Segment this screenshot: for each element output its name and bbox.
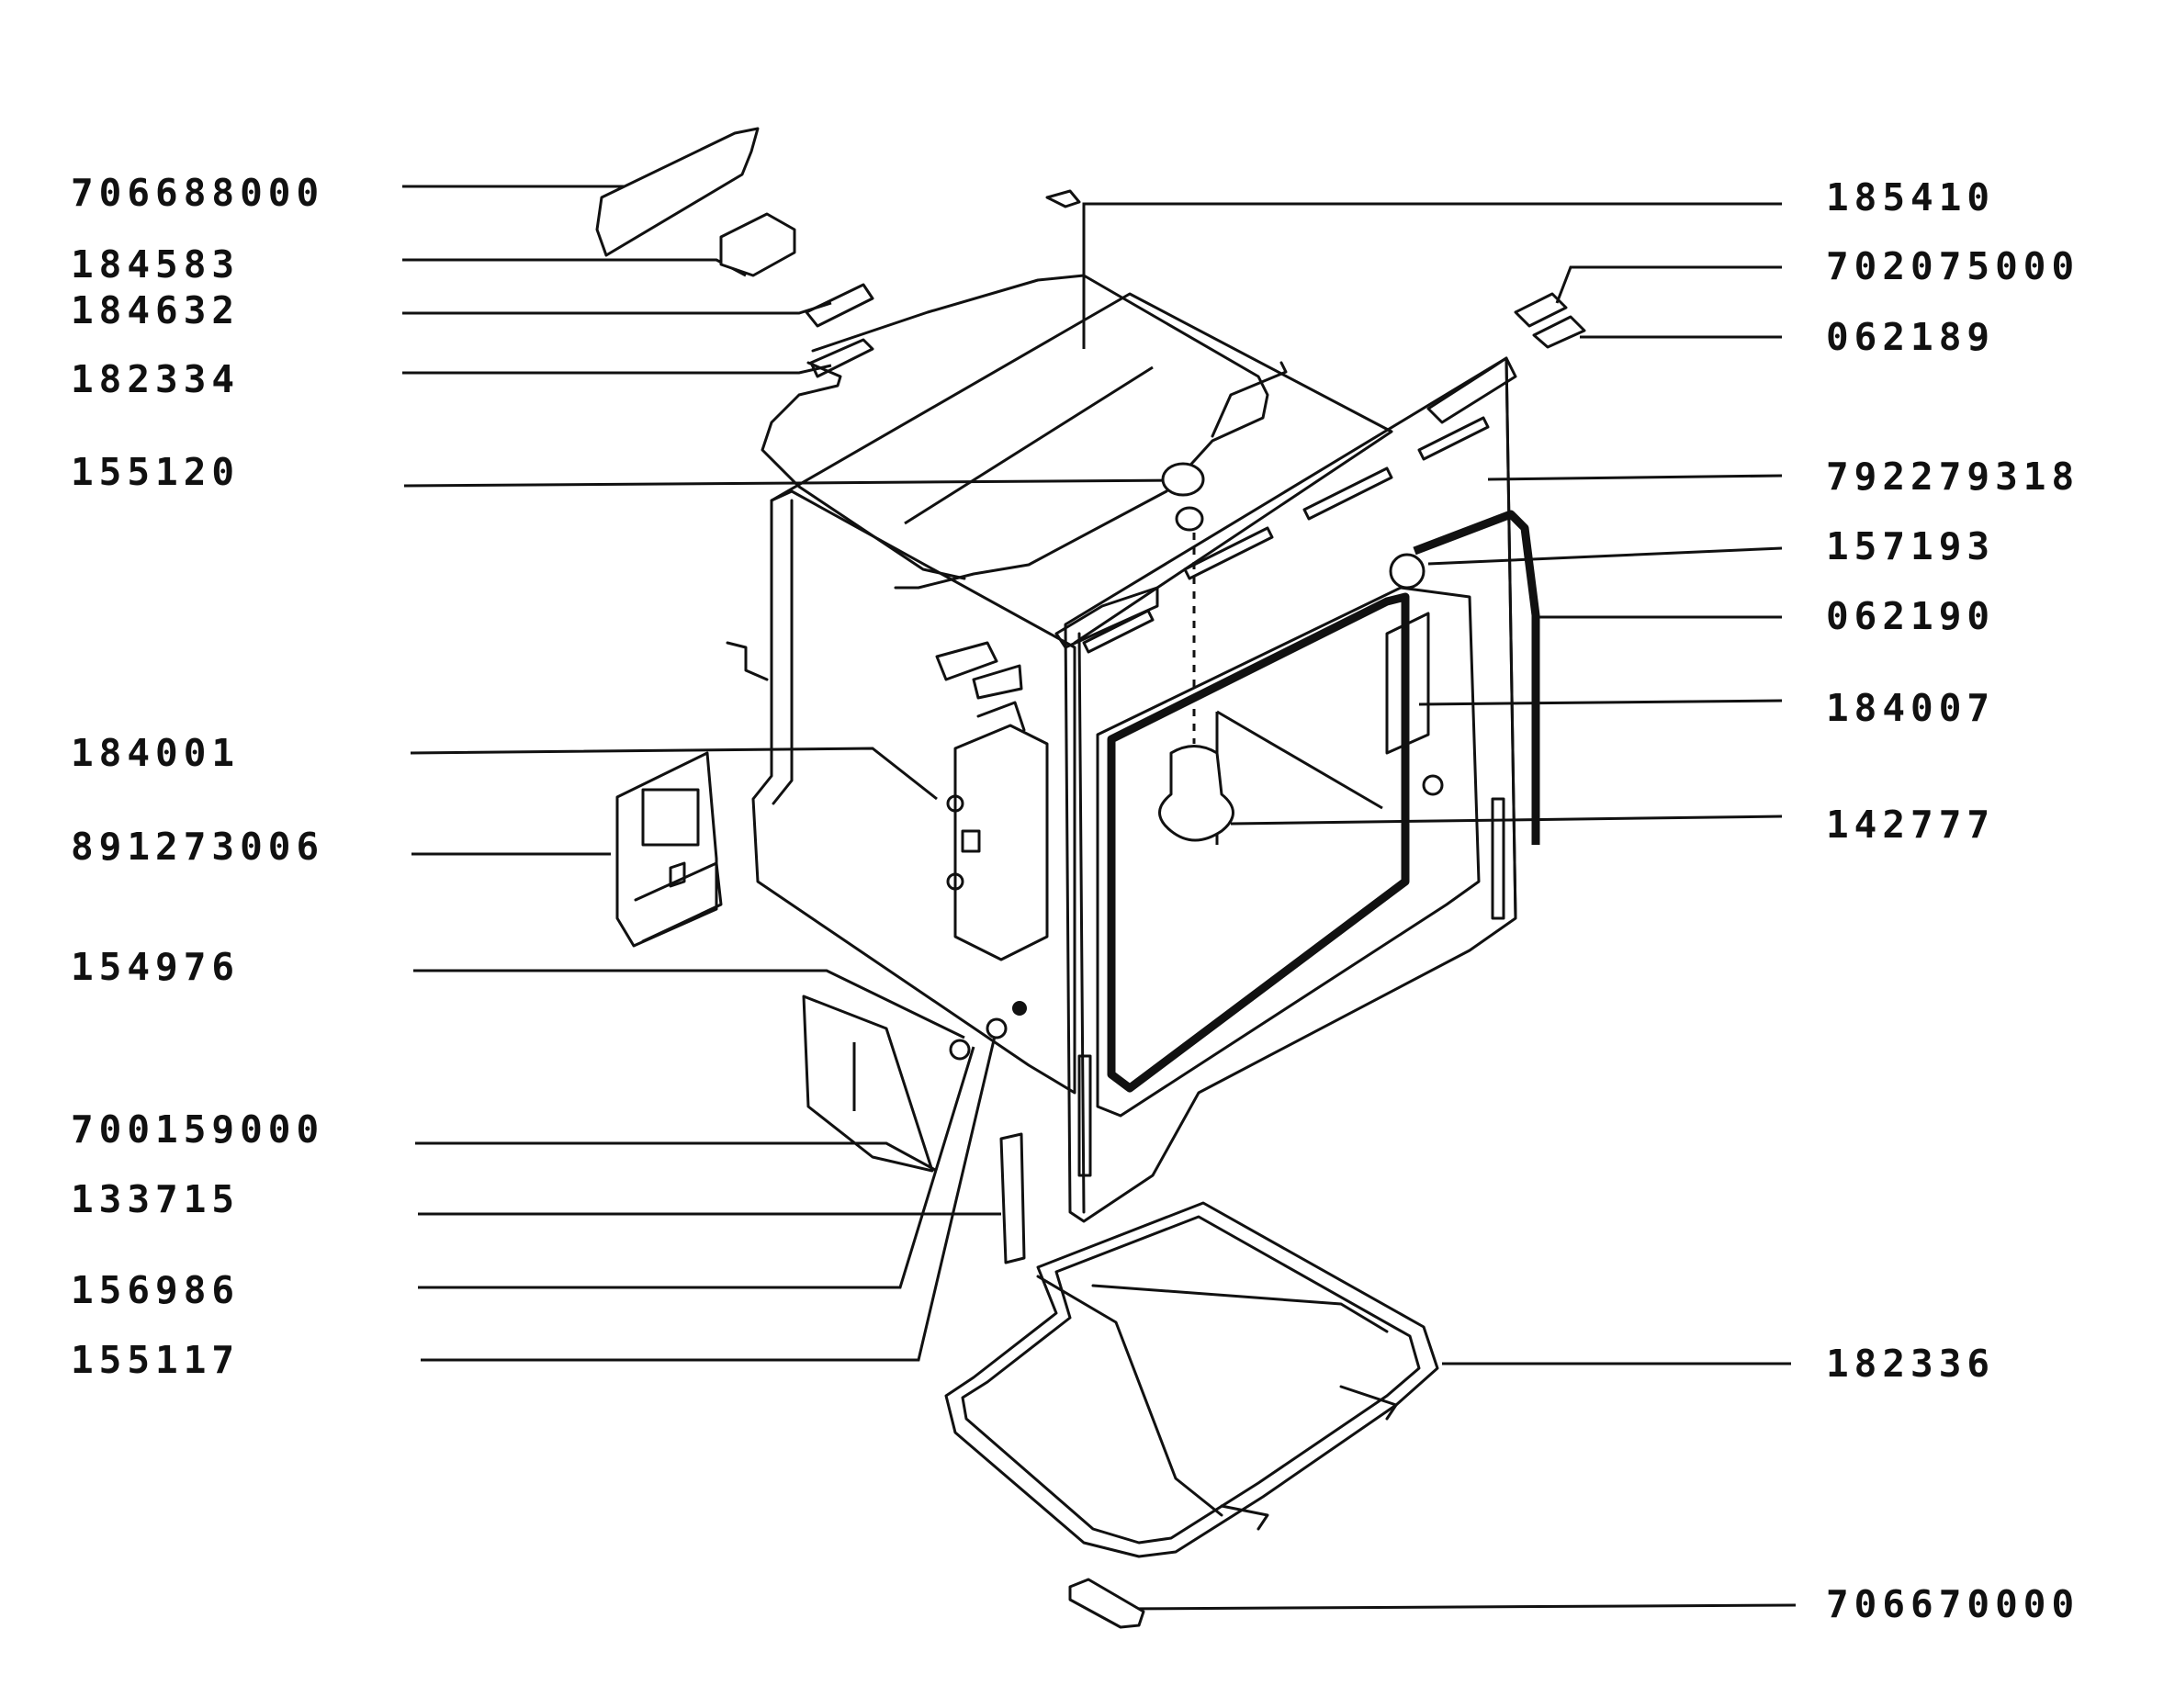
part-label-706670000: 706670000 (1826, 1582, 2080, 1626)
door-seal (1385, 510, 1540, 845)
part-label-182334: 182334 (71, 357, 241, 401)
part-label-184632: 184632 (71, 288, 241, 332)
part-label-133715: 133715 (71, 1177, 241, 1221)
top-heating-element (761, 274, 1288, 590)
part-label-792279318: 792279318 (1826, 455, 2080, 499)
part-label-062190: 062190 (1826, 594, 1996, 638)
thermostat-unit (935, 641, 1049, 961)
part-label-154976: 154976 (71, 945, 241, 989)
part-label-062189: 062189 (1826, 315, 1996, 359)
part-label-891273006: 891273006 (71, 825, 325, 869)
part-label-157193: 157193 (1826, 524, 1996, 568)
bottom-heating-element (944, 1201, 1439, 1558)
part-label-155117: 155117 (71, 1338, 241, 1382)
part-label-700159000: 700159000 (71, 1107, 325, 1152)
part-label-185410: 185410 (1826, 175, 1996, 219)
part-label-182336: 182336 (1826, 1342, 1996, 1386)
part-label-706688000: 706688000 (71, 171, 325, 215)
top-small-parts (595, 127, 1586, 378)
oven-lamp (1158, 462, 1234, 842)
leader-lines-right (1082, 202, 1797, 1611)
bottom-clip (1068, 1578, 1145, 1629)
part-label-184583: 184583 (71, 242, 241, 287)
part-label-155120: 155120 (71, 450, 241, 494)
part-label-184001: 184001 (71, 731, 241, 775)
oven-cavity (726, 292, 1517, 1223)
part-label-142777: 142777 (1826, 803, 1996, 847)
part-label-156986: 156986 (71, 1268, 241, 1312)
part-label-184007: 184007 (1826, 686, 1996, 730)
part-label-702075000: 702075000 (1826, 244, 2080, 288)
switch-panel (615, 751, 723, 948)
small-parts (802, 994, 1027, 1264)
